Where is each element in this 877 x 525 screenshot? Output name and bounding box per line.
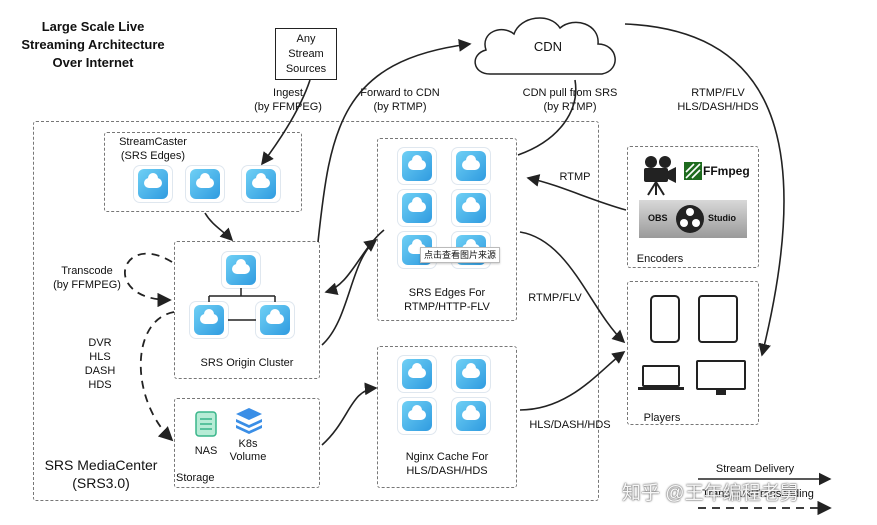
cdn-players-line-2: HLS/DASH/HDS xyxy=(677,101,759,113)
any-sources-line-3: Sources xyxy=(285,63,327,75)
origin-cluster-box xyxy=(174,241,320,379)
hls-out-label: HLS/DASH/HDS xyxy=(529,419,611,431)
any-stream-sources-box: Any Stream Sources xyxy=(275,28,337,80)
encoders-box xyxy=(627,146,759,268)
forward-to-cdn-label: Forward to CDN (by RTMP) xyxy=(350,86,450,114)
nas-label: NAS xyxy=(194,445,218,457)
streamcaster-label: StreamCaster (SRS Edges) xyxy=(108,135,198,163)
title-line-1: Large Scale Live xyxy=(41,19,145,34)
obs-studio-icon xyxy=(676,205,704,233)
k8s-line-2: Volume xyxy=(229,451,267,463)
legend-trans-label: Transmux/Transcoding xyxy=(702,488,814,500)
monitor-icon xyxy=(696,360,746,390)
encoders-label: Encoders xyxy=(636,253,684,265)
image-source-tooltip[interactable]: 点击查看图片来源 xyxy=(420,247,501,263)
players-label: Players xyxy=(643,412,681,424)
cdn-pull-label: CDN pull from SRS (by RTMP) xyxy=(510,86,630,114)
nginx-server-icon xyxy=(398,398,436,434)
edge-server-icon xyxy=(398,190,436,226)
legend-stream-label: Stream Delivery xyxy=(715,463,795,475)
laptop-icon xyxy=(642,365,680,387)
nginx-line-2: HLS/DASH/HDS xyxy=(406,465,488,477)
phone-icon xyxy=(650,295,680,343)
nginx-server-icon xyxy=(452,398,490,434)
zhihu-watermark: 知乎 @王年编程老舅 xyxy=(622,483,799,504)
edge-server-icon xyxy=(452,148,490,184)
transcode-label: Transcode (by FFMPEG) xyxy=(42,264,132,292)
ingest-line-1: Ingest xyxy=(273,87,303,99)
streamcaster-line-2: (SRS Edges) xyxy=(120,150,186,162)
title-line-3: Over Internet xyxy=(52,55,134,70)
origin-server-icon xyxy=(256,302,294,338)
laptop-base xyxy=(638,387,684,390)
k8s-volume-label: K8s Volume xyxy=(228,438,268,464)
cdn-pull-line-2: (by RTMP) xyxy=(543,101,597,113)
nas-icon xyxy=(195,411,217,437)
streamcaster-box xyxy=(104,132,302,212)
ffmpeg-logo-icon xyxy=(684,162,702,180)
cdn-cloud-icon xyxy=(474,17,616,75)
any-sources-line-2: Stream xyxy=(288,48,324,60)
k8s-volume-icon xyxy=(236,408,262,434)
streamcaster-server-icon xyxy=(186,166,224,202)
dvr-label: DVR HLS DASH HDS xyxy=(80,336,120,392)
nginx-cache-box xyxy=(377,346,517,488)
edges-line-1: SRS Edges For xyxy=(408,287,486,299)
transcode-line-2: (by FFMPEG) xyxy=(53,279,121,291)
transcode-line-1: Transcode xyxy=(61,265,113,277)
nginx-server-icon xyxy=(452,356,490,392)
cdn-label: CDN xyxy=(533,39,563,54)
cdn-players-line-1: RTMP/FLV xyxy=(691,87,745,99)
storage-label: Storage xyxy=(176,472,215,484)
dvr-line-1: DVR xyxy=(88,337,112,349)
obs-right-label: Studio xyxy=(708,213,736,223)
ingest-line-2: (by FFMPEG) xyxy=(254,101,322,113)
forward-cdn-line-1: Forward to CDN xyxy=(360,87,440,99)
dvr-line-3: DASH xyxy=(84,365,116,377)
nginx-line-1: Nginx Cache For xyxy=(405,451,489,463)
movie-camera-icon xyxy=(644,156,676,196)
mediacenter-line-2: (SRS3.0) xyxy=(72,475,130,491)
streamcaster-line-1: StreamCaster xyxy=(119,136,187,148)
srs-edges-label: SRS Edges For RTMP/HTTP-FLV xyxy=(377,286,517,314)
edges-line-2: RTMP/HTTP-FLV xyxy=(404,301,490,313)
dvr-line-4: HDS xyxy=(88,379,112,391)
obs-left-label: OBS xyxy=(648,213,668,223)
ffmpeg-label: FFmpeg xyxy=(703,164,750,178)
rtmp-flv-label: RTMP/FLV xyxy=(528,292,582,304)
diagram-title: Large Scale Live Streaming Architecture … xyxy=(8,18,178,72)
mediacenter-label: SRS MediaCenter (SRS3.0) xyxy=(36,456,166,492)
tablet-icon xyxy=(698,295,738,343)
forward-cdn-line-2: (by RTMP) xyxy=(373,101,427,113)
monitor-stand xyxy=(716,390,726,395)
nginx-server-icon xyxy=(398,356,436,392)
origin-cluster-label: SRS Origin Cluster xyxy=(200,357,294,369)
streamcaster-server-icon xyxy=(134,166,172,202)
rtmp-in-label: RTMP xyxy=(559,171,591,183)
srs-edges-box xyxy=(377,138,517,321)
srs-mediacenter-box xyxy=(33,121,599,501)
edge-server-icon xyxy=(452,190,490,226)
dvr-line-2: HLS xyxy=(89,351,111,363)
storage-box xyxy=(174,398,320,488)
streamcaster-server-icon xyxy=(242,166,280,202)
ingest-label: Ingest (by FFMPEG) xyxy=(248,86,328,114)
k8s-line-1: K8s xyxy=(238,438,258,450)
origin-server-icon xyxy=(190,302,228,338)
cdn-to-players-label: RTMP/FLV HLS/DASH/HDS xyxy=(668,86,768,114)
nginx-cache-label: Nginx Cache For HLS/DASH/HDS xyxy=(377,450,517,478)
title-line-2: Streaming Architecture xyxy=(21,37,165,52)
any-sources-line-1: Any xyxy=(296,33,316,45)
edge-server-icon xyxy=(398,148,436,184)
cdn-pull-line-1: CDN pull from SRS xyxy=(522,87,618,99)
mediacenter-line-1: SRS MediaCenter xyxy=(44,457,158,473)
origin-server-icon xyxy=(222,252,260,288)
